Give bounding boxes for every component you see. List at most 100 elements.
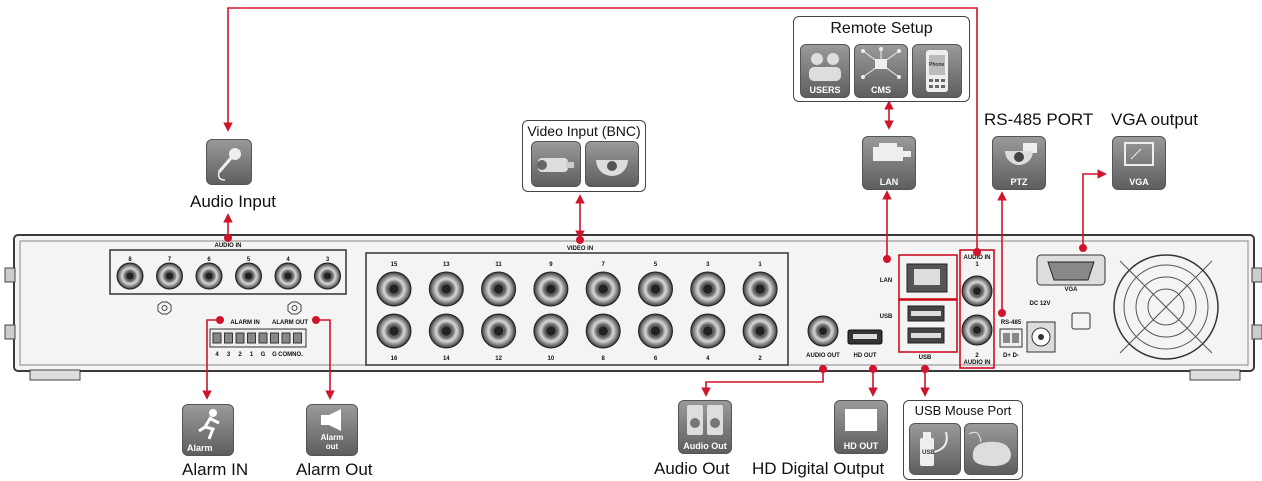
audio-in-2-number: 2 — [975, 353, 979, 359]
alarm-out-panel-label: ALARM OUT — [272, 320, 308, 326]
alarm-terminal-6: G — [270, 332, 279, 358]
hd-out-caption: HD OUT — [843, 441, 879, 451]
video-in-jack-3-label: 3 — [706, 262, 710, 268]
alarm-terminal-5: G — [258, 332, 268, 358]
alarm-terminal-7: COM. — [278, 332, 294, 358]
hd-out-panel-label: HD OUT — [854, 353, 877, 359]
alarm-in-icon: Alarm — [182, 404, 234, 456]
mouse-icon — [964, 423, 1018, 475]
usb-bottom-panel-label: USB — [919, 355, 932, 361]
arrow-remote-to-audio-input — [223, 7, 978, 252]
video-in-jack-6: 6 — [638, 313, 673, 362]
video-in-jack-3: 3 — [690, 262, 726, 307]
video-in-jack-7: 7 — [585, 262, 621, 307]
audio-input-label: Audio Input — [190, 192, 277, 211]
screw-left — [157, 301, 302, 315]
audio-in-jack-8-label: 8 — [128, 257, 132, 263]
video-in-jack-14-label: 14 — [443, 356, 450, 362]
video-in-jack-14: 14 — [428, 313, 464, 362]
alarm-terminal-label: 1 — [250, 352, 254, 358]
connector-arrows — [202, 7, 1107, 400]
users-icon: USERS — [800, 44, 850, 98]
alarm-terminal-label: COM. — [278, 352, 294, 358]
cms-caption: CMS — [871, 85, 891, 95]
audio-out-jack: AUDIO OUT — [806, 315, 840, 359]
ptz-camera-icon: PTZ — [992, 136, 1046, 190]
cooling-fan — [1113, 254, 1219, 360]
alarm-terminal-label: 4 — [215, 352, 219, 358]
usb-ports: USB USB — [880, 299, 958, 361]
ptz-caption: PTZ — [1010, 177, 1028, 187]
bullet-camera-icon — [531, 141, 581, 187]
video-in-jack-16-label: 16 — [391, 356, 398, 362]
video-in-panel-label: VIDEO IN — [567, 246, 593, 252]
video-input-box: Video Input (BNC) — [522, 120, 646, 192]
audio-in-jack-4: 4 — [274, 257, 302, 290]
video-in-jack-11-label: 11 — [495, 262, 502, 268]
video-in-jack-13-label: 13 — [443, 262, 450, 268]
cms-icon: CMS — [854, 44, 908, 98]
alarm-terminal-4: 1 — [247, 332, 256, 358]
remote-setup-box: Remote Setup USERS CMS Phone — [793, 16, 970, 102]
video-in-jack-13: 13 — [428, 262, 464, 307]
audio-in-1-number: 1 — [975, 262, 979, 268]
users-caption: USERS — [809, 85, 841, 95]
audio-out-icon: Audio Out — [678, 400, 732, 454]
video-in-jack-5-label: 5 — [654, 262, 658, 268]
alarm-terminal-8: NO. — [292, 332, 303, 358]
alarm-terminal-label: G — [272, 352, 277, 358]
video-in-jack-5: 5 — [638, 262, 673, 307]
alarm-terminal-label: 2 — [238, 352, 242, 358]
usb-caption: USB — [922, 450, 935, 456]
video-in-jack-2: 2 — [742, 313, 778, 362]
alarm-in-caption: Alarm — [187, 443, 213, 453]
video-in-jack-15-label: 15 — [391, 262, 398, 268]
video-input-title: Video Input (BNC) — [527, 123, 641, 139]
alarm-in-panel-label: ALARM IN — [230, 320, 259, 326]
video-in-jack-1: 1 — [742, 262, 778, 307]
vga-output-label: VGA output — [1111, 110, 1198, 129]
vga-monitor-icon: VGA — [1112, 136, 1166, 190]
panel-clip — [1071, 312, 1091, 330]
audio-out-caption: Audio Out — [683, 441, 727, 451]
remote-setup-title: Remote Setup — [830, 20, 933, 37]
alarm-terminal-label: NO. — [292, 352, 303, 358]
alarm-in-label: Alarm IN — [182, 460, 249, 479]
audio-in-jack-7-label: 7 — [168, 257, 172, 263]
audio-out-label: Audio Out — [654, 459, 730, 478]
audio-in-2-label: AUDIO IN — [964, 360, 991, 366]
video-in-jack-11: 11 — [481, 262, 517, 307]
video-in-jack-15: 15 — [376, 262, 412, 307]
video-in-jack-16: 16 — [376, 313, 412, 362]
dc-power-input: DC 12V — [1026, 301, 1056, 353]
video-in-jack-8: 8 — [585, 313, 621, 362]
video-in-jack-4: 4 — [690, 313, 726, 362]
video-in-jack-6-label: 6 — [654, 356, 658, 362]
rs485-pins-label: D+ D- — [1003, 353, 1019, 359]
dome-camera-icon — [585, 141, 639, 187]
video-in-jack-12-label: 12 — [495, 356, 502, 362]
hd-out-monitor-icon: HD OUT — [834, 400, 888, 454]
usb-panel-label: USB — [880, 314, 893, 320]
video-in-jack-10-label: 10 — [548, 356, 555, 362]
microphone-icon — [206, 139, 252, 185]
arrow-vga — [1082, 169, 1107, 248]
audio-in-jack-6-label: 6 — [207, 257, 211, 263]
arrow-alarm-out — [316, 319, 335, 400]
audio-in-jack-7: 7 — [156, 257, 183, 290]
lan-caption: LAN — [879, 177, 899, 187]
video-in-jack-9: 9 — [533, 262, 569, 307]
alarm-out-speaker-icon: Alarm out — [306, 404, 358, 456]
alarm-terminal-2: 3 — [224, 332, 233, 358]
vga-panel-label: VGA — [1064, 287, 1078, 293]
audio-in-jack-8: 8 — [116, 257, 144, 290]
lan-panel-label: LAN — [880, 278, 892, 284]
audio-in-jack-3: 3 — [314, 257, 341, 290]
alarm-terminal-1: 4 — [212, 332, 222, 358]
